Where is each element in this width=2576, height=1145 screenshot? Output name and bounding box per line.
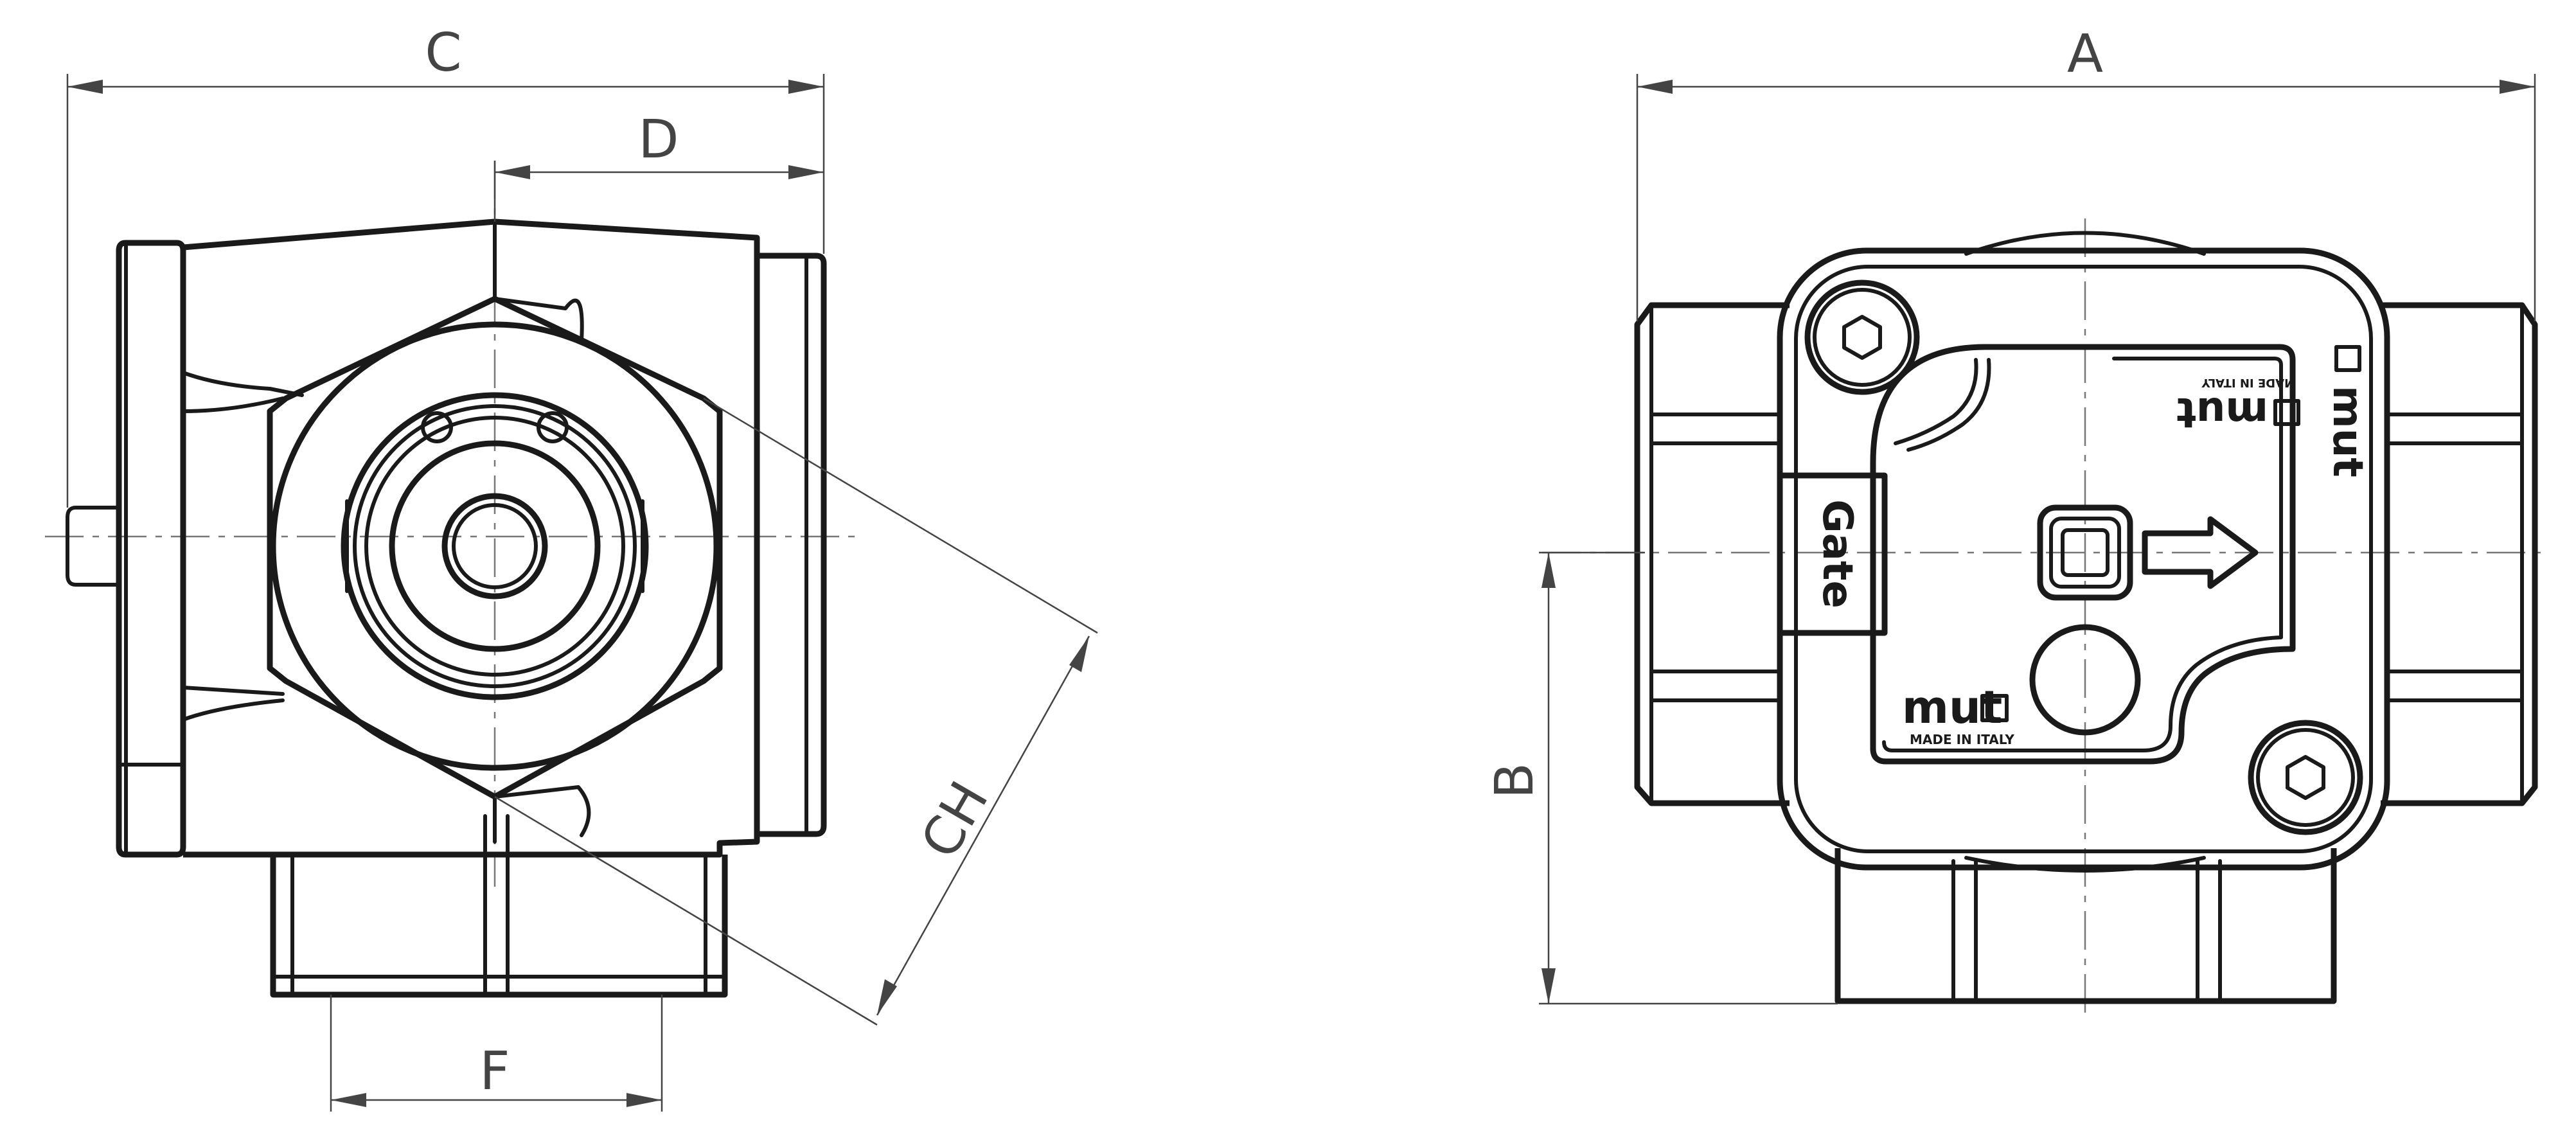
made-in-label-corner: MADE IN ITALY xyxy=(2201,376,2296,389)
side-bore xyxy=(441,493,548,599)
dimension-label-a: A xyxy=(2067,24,2103,85)
flow-arrow-icon xyxy=(2142,516,2259,589)
side-flange xyxy=(116,240,186,858)
dimension-a: A xyxy=(1636,24,2536,321)
dimension-label-b: B xyxy=(1484,763,1545,799)
brand-square-main xyxy=(1980,694,2009,722)
dimension-c: C xyxy=(66,22,825,508)
front-right-port xyxy=(2381,302,2538,806)
side-boss xyxy=(270,321,720,771)
front-bottom-port xyxy=(1834,848,2337,1004)
brand-square-corner xyxy=(2273,399,2300,426)
model-label: Gate xyxy=(1813,499,1861,608)
side-right-port xyxy=(757,253,827,837)
brand-logo-corner: mut xyxy=(2176,388,2268,436)
front-screw-bottom-right xyxy=(2248,720,2363,835)
side-bottom-port xyxy=(270,855,728,998)
front-spindle xyxy=(2037,504,2133,601)
dimension-label-d: D xyxy=(638,109,679,170)
dimension-f: F xyxy=(330,995,663,1112)
side-spindle xyxy=(66,506,121,587)
side-view xyxy=(45,161,855,998)
dimension-d: D xyxy=(493,109,824,222)
brand-logo-side: mut xyxy=(2323,386,2371,477)
front-view: Gate mut MADE IN ITALY mut MADE IN ITALY… xyxy=(1542,218,2545,1015)
front-left-port xyxy=(1634,302,1790,806)
dimension-b: B xyxy=(1484,551,1838,1005)
dimension-label-c: C xyxy=(425,22,461,84)
brand-logo-main: mut xyxy=(1902,681,2002,734)
brand-square-side xyxy=(2334,345,2361,372)
front-indicator xyxy=(2029,624,2141,736)
dimension-label-ch: CH xyxy=(909,772,1000,868)
made-in-label-main: MADE IN ITALY xyxy=(1910,732,2014,747)
front-screw-top-left xyxy=(1804,280,1920,395)
front-knob xyxy=(1870,344,2296,765)
dimension-label-f: F xyxy=(479,1041,510,1102)
